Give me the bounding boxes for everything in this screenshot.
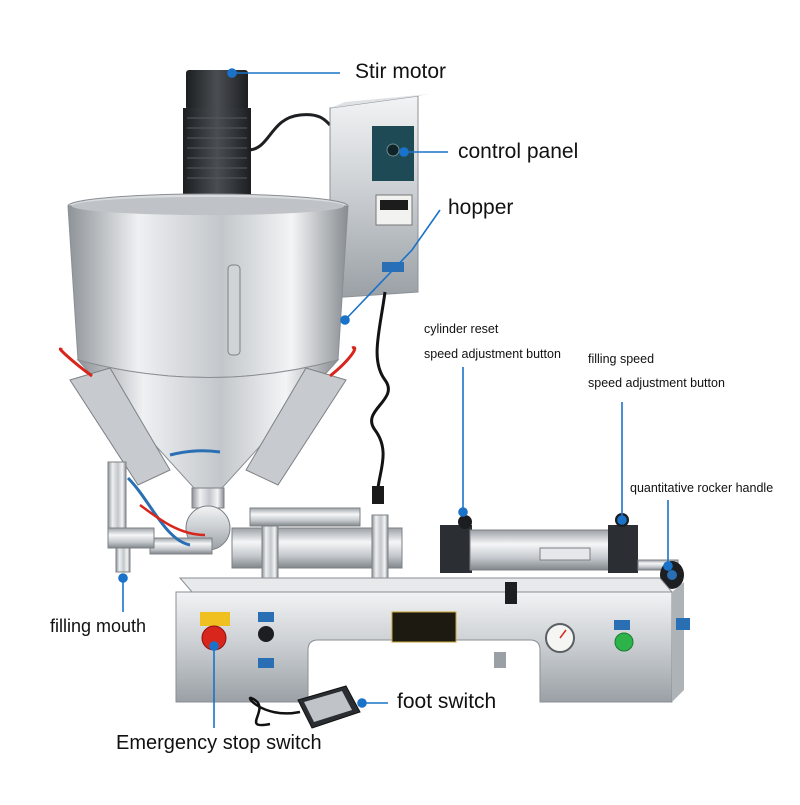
label-cylinder-reset-line2: speed adjustment button xyxy=(424,347,561,361)
label-foot-switch: foot switch xyxy=(397,690,497,713)
air-cylinder xyxy=(440,513,638,573)
label-control-panel: control panel xyxy=(458,140,579,163)
label-quantitative-rocker-handle: quantitative rocker handle xyxy=(630,481,774,495)
power-cord xyxy=(370,291,390,489)
filling-nozzle xyxy=(115,547,131,573)
valve-assembly xyxy=(107,461,231,573)
label-filling-speed-line2: speed adjustment button xyxy=(588,376,725,390)
label-hopper: hopper xyxy=(448,196,514,219)
stir-motor xyxy=(178,70,256,206)
callout-lines xyxy=(118,68,673,728)
foot-switch-pedal xyxy=(248,685,361,729)
label-emergency-stop-switch: Emergency stop switch xyxy=(116,732,322,754)
label-filling-mouth: filling mouth xyxy=(50,616,147,636)
label-stir-motor: Stir motor xyxy=(355,60,447,83)
base-cabinet xyxy=(175,577,684,703)
hopper xyxy=(67,193,349,489)
nameplate xyxy=(391,611,457,643)
label-filling-speed-line1: filling speed xyxy=(588,352,655,366)
piston-cylinder xyxy=(231,507,403,582)
control-box xyxy=(329,94,430,299)
start-button xyxy=(614,632,634,652)
label-cylinder-reset-line1: cylinder reset xyxy=(424,322,499,336)
